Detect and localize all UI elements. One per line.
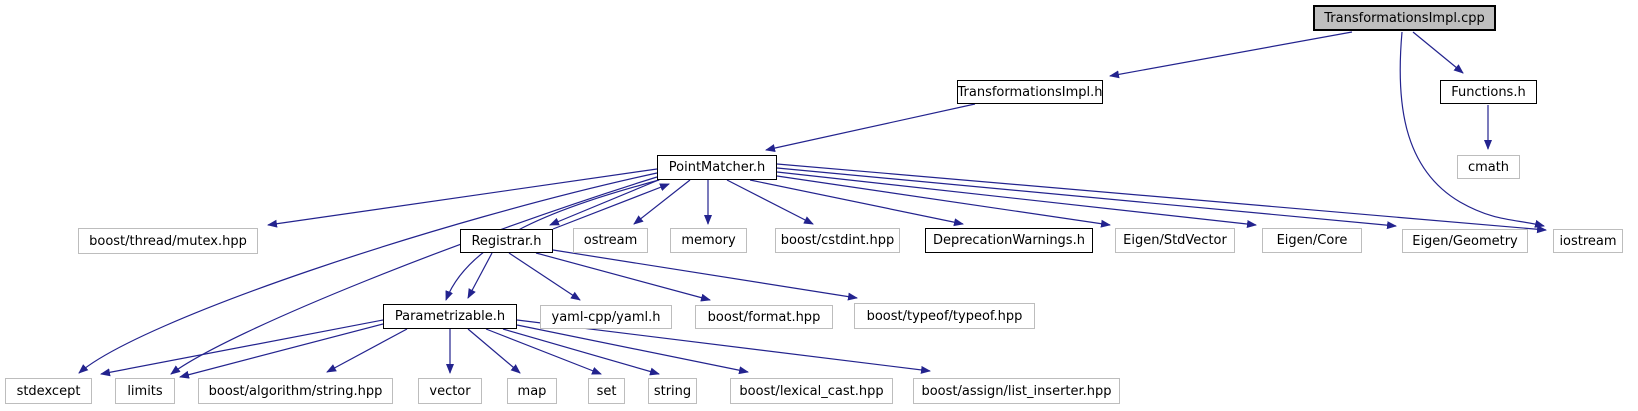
- node-boost-lexical-cast-hpp[interactable]: boost/lexical_cast.hpp: [730, 378, 893, 404]
- node-boost-algorithm-string-hpp[interactable]: boost/algorithm/string.hpp: [198, 378, 393, 404]
- node-transformationsimpl-cpp[interactable]: TransformationsImpl.cpp: [1313, 5, 1496, 31]
- node-limits[interactable]: limits: [115, 378, 175, 404]
- node-boost-typeof-typeof-hpp[interactable]: boost/typeof/typeof.hpp: [854, 303, 1035, 329]
- edge-registrar-h-to-boost-format-hpp: [535, 252, 711, 302]
- node-deprecationwarnings-h[interactable]: DeprecationWarnings.h: [925, 228, 1093, 253]
- edge-pointmatcher-h-to-boost-cstdint-hpp: [726, 179, 814, 225]
- node-set[interactable]: set: [588, 378, 625, 404]
- edge-pointmatcher-h-to-boost-thread-mutex-hpp: [267, 168, 658, 228]
- node-eigen-core[interactable]: Eigen/Core: [1262, 228, 1362, 253]
- node-pointmatcher-h[interactable]: PointMatcher.h: [657, 155, 777, 180]
- node-map[interactable]: map: [507, 378, 557, 404]
- node-cmath[interactable]: cmath: [1457, 155, 1520, 179]
- edge-pointmatcher-h-to-iostream: [776, 163, 1547, 234]
- node-parametrizable-h[interactable]: Parametrizable.h: [383, 304, 517, 329]
- edge-parametrizable-h-to-set: [485, 328, 602, 375]
- node-boost-assign-list-inserter-hpp[interactable]: boost/assign/list_inserter.hpp: [913, 378, 1120, 404]
- edge-pointmatcher-h-to-ostream: [633, 179, 691, 225]
- node-functions-h[interactable]: Functions.h: [1440, 80, 1537, 104]
- node-ostream[interactable]: ostream: [573, 228, 648, 253]
- edge-pointmatcher-h-to-limits: [170, 176, 658, 375]
- edge-parametrizable-h-to-boost-algorithm-string-hpp: [326, 328, 408, 373]
- edge-registrar-h-to-pointmatcher-h: [552, 183, 670, 230]
- node-eigen-stdvector[interactable]: Eigen/StdVector: [1115, 228, 1235, 253]
- node-memory[interactable]: memory: [670, 228, 747, 253]
- edge-registrar-h-to-yaml-cpp-yaml-h: [508, 252, 581, 301]
- node-boost-thread-mutex-hpp[interactable]: boost/thread/mutex.hpp: [78, 228, 258, 254]
- edge-registrar-h-to-boost-typeof-typeof-hpp: [552, 249, 858, 301]
- node-boost-cstdint-hpp[interactable]: boost/cstdint.hpp: [775, 228, 900, 253]
- edge-transformationsimpl-cpp-to-transformationsimpl-h: [1109, 31, 1353, 79]
- edge-pointmatcher-h-to-parametrizable-h: [445, 179, 660, 301]
- edge-parametrizable-h-to-limits: [179, 323, 384, 379]
- node-registrar-h[interactable]: Registrar.h: [460, 229, 553, 253]
- edge-pointmatcher-h-to-eigen-geometry: [776, 167, 1397, 230]
- edge-registrar-h-to-parametrizable-h: [467, 252, 493, 299]
- edge-parametrizable-h-to-map: [467, 328, 521, 374]
- edge-parametrizable-h-to-stdexcept: [100, 319, 384, 377]
- edge-pointmatcher-h-to-eigen-stdvector: [776, 175, 1111, 228]
- node-transformationsimpl-h[interactable]: TransformationsImpl.h: [957, 80, 1103, 104]
- edge-pointmatcher-h-to-registrar-h: [549, 178, 662, 226]
- edge-pointmatcher-h-to-stdexcept: [78, 172, 658, 374]
- edge-transformationsimpl-cpp-to-iostream: [1399, 31, 1545, 228]
- node-stdexcept[interactable]: stdexcept: [5, 378, 92, 404]
- edge-parametrizable-h-to-boost-lexical-cast-hpp: [516, 324, 749, 375]
- node-iostream[interactable]: iostream: [1553, 229, 1623, 253]
- edge-parametrizable-h-to-string: [502, 328, 660, 376]
- node-boost-format-hpp[interactable]: boost/format.hpp: [695, 305, 833, 329]
- edge-transformationsimpl-h-to-pointmatcher-h: [765, 103, 976, 152]
- node-eigen-geometry[interactable]: Eigen/Geometry: [1402, 229, 1528, 253]
- node-vector[interactable]: vector: [418, 378, 482, 404]
- node-yaml-cpp-yaml-h[interactable]: yaml-cpp/yaml.h: [540, 305, 672, 329]
- edge-pointmatcher-h-to-eigen-core: [776, 171, 1257, 228]
- node-string[interactable]: string: [648, 378, 697, 404]
- edge-transformationsimpl-cpp-to-functions-h: [1412, 31, 1464, 74]
- edge-pointmatcher-h-to-deprecationwarnings-h: [749, 179, 964, 227]
